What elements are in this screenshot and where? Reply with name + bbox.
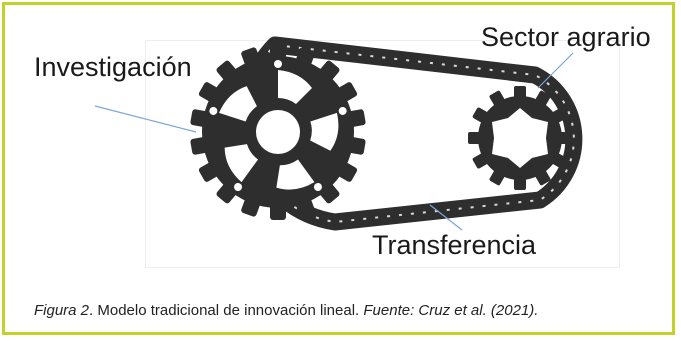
pointer-investigacion [94, 105, 197, 133]
small-sprocket [468, 86, 572, 190]
pointer-transferencia [429, 204, 463, 231]
figure-border [2, 2, 675, 335]
pointer-sector-agrario [537, 52, 574, 89]
figure-caption: Figura 2. Modelo tradicional de innovaci… [34, 302, 538, 319]
label-transferencia: Transferencia [372, 230, 537, 260]
figure-source: Fuente: Cruz et al. (2021). [363, 302, 539, 319]
figure-description: . Modelo tradicional de innovación linea… [89, 302, 364, 319]
pointer-lines [94, 52, 574, 231]
label-sector-agrario: Sector agrario [481, 22, 651, 52]
figure-label: Figura 2 [34, 302, 90, 319]
label-investigacion: Investigación [34, 52, 192, 82]
large-sprocket [190, 44, 366, 220]
